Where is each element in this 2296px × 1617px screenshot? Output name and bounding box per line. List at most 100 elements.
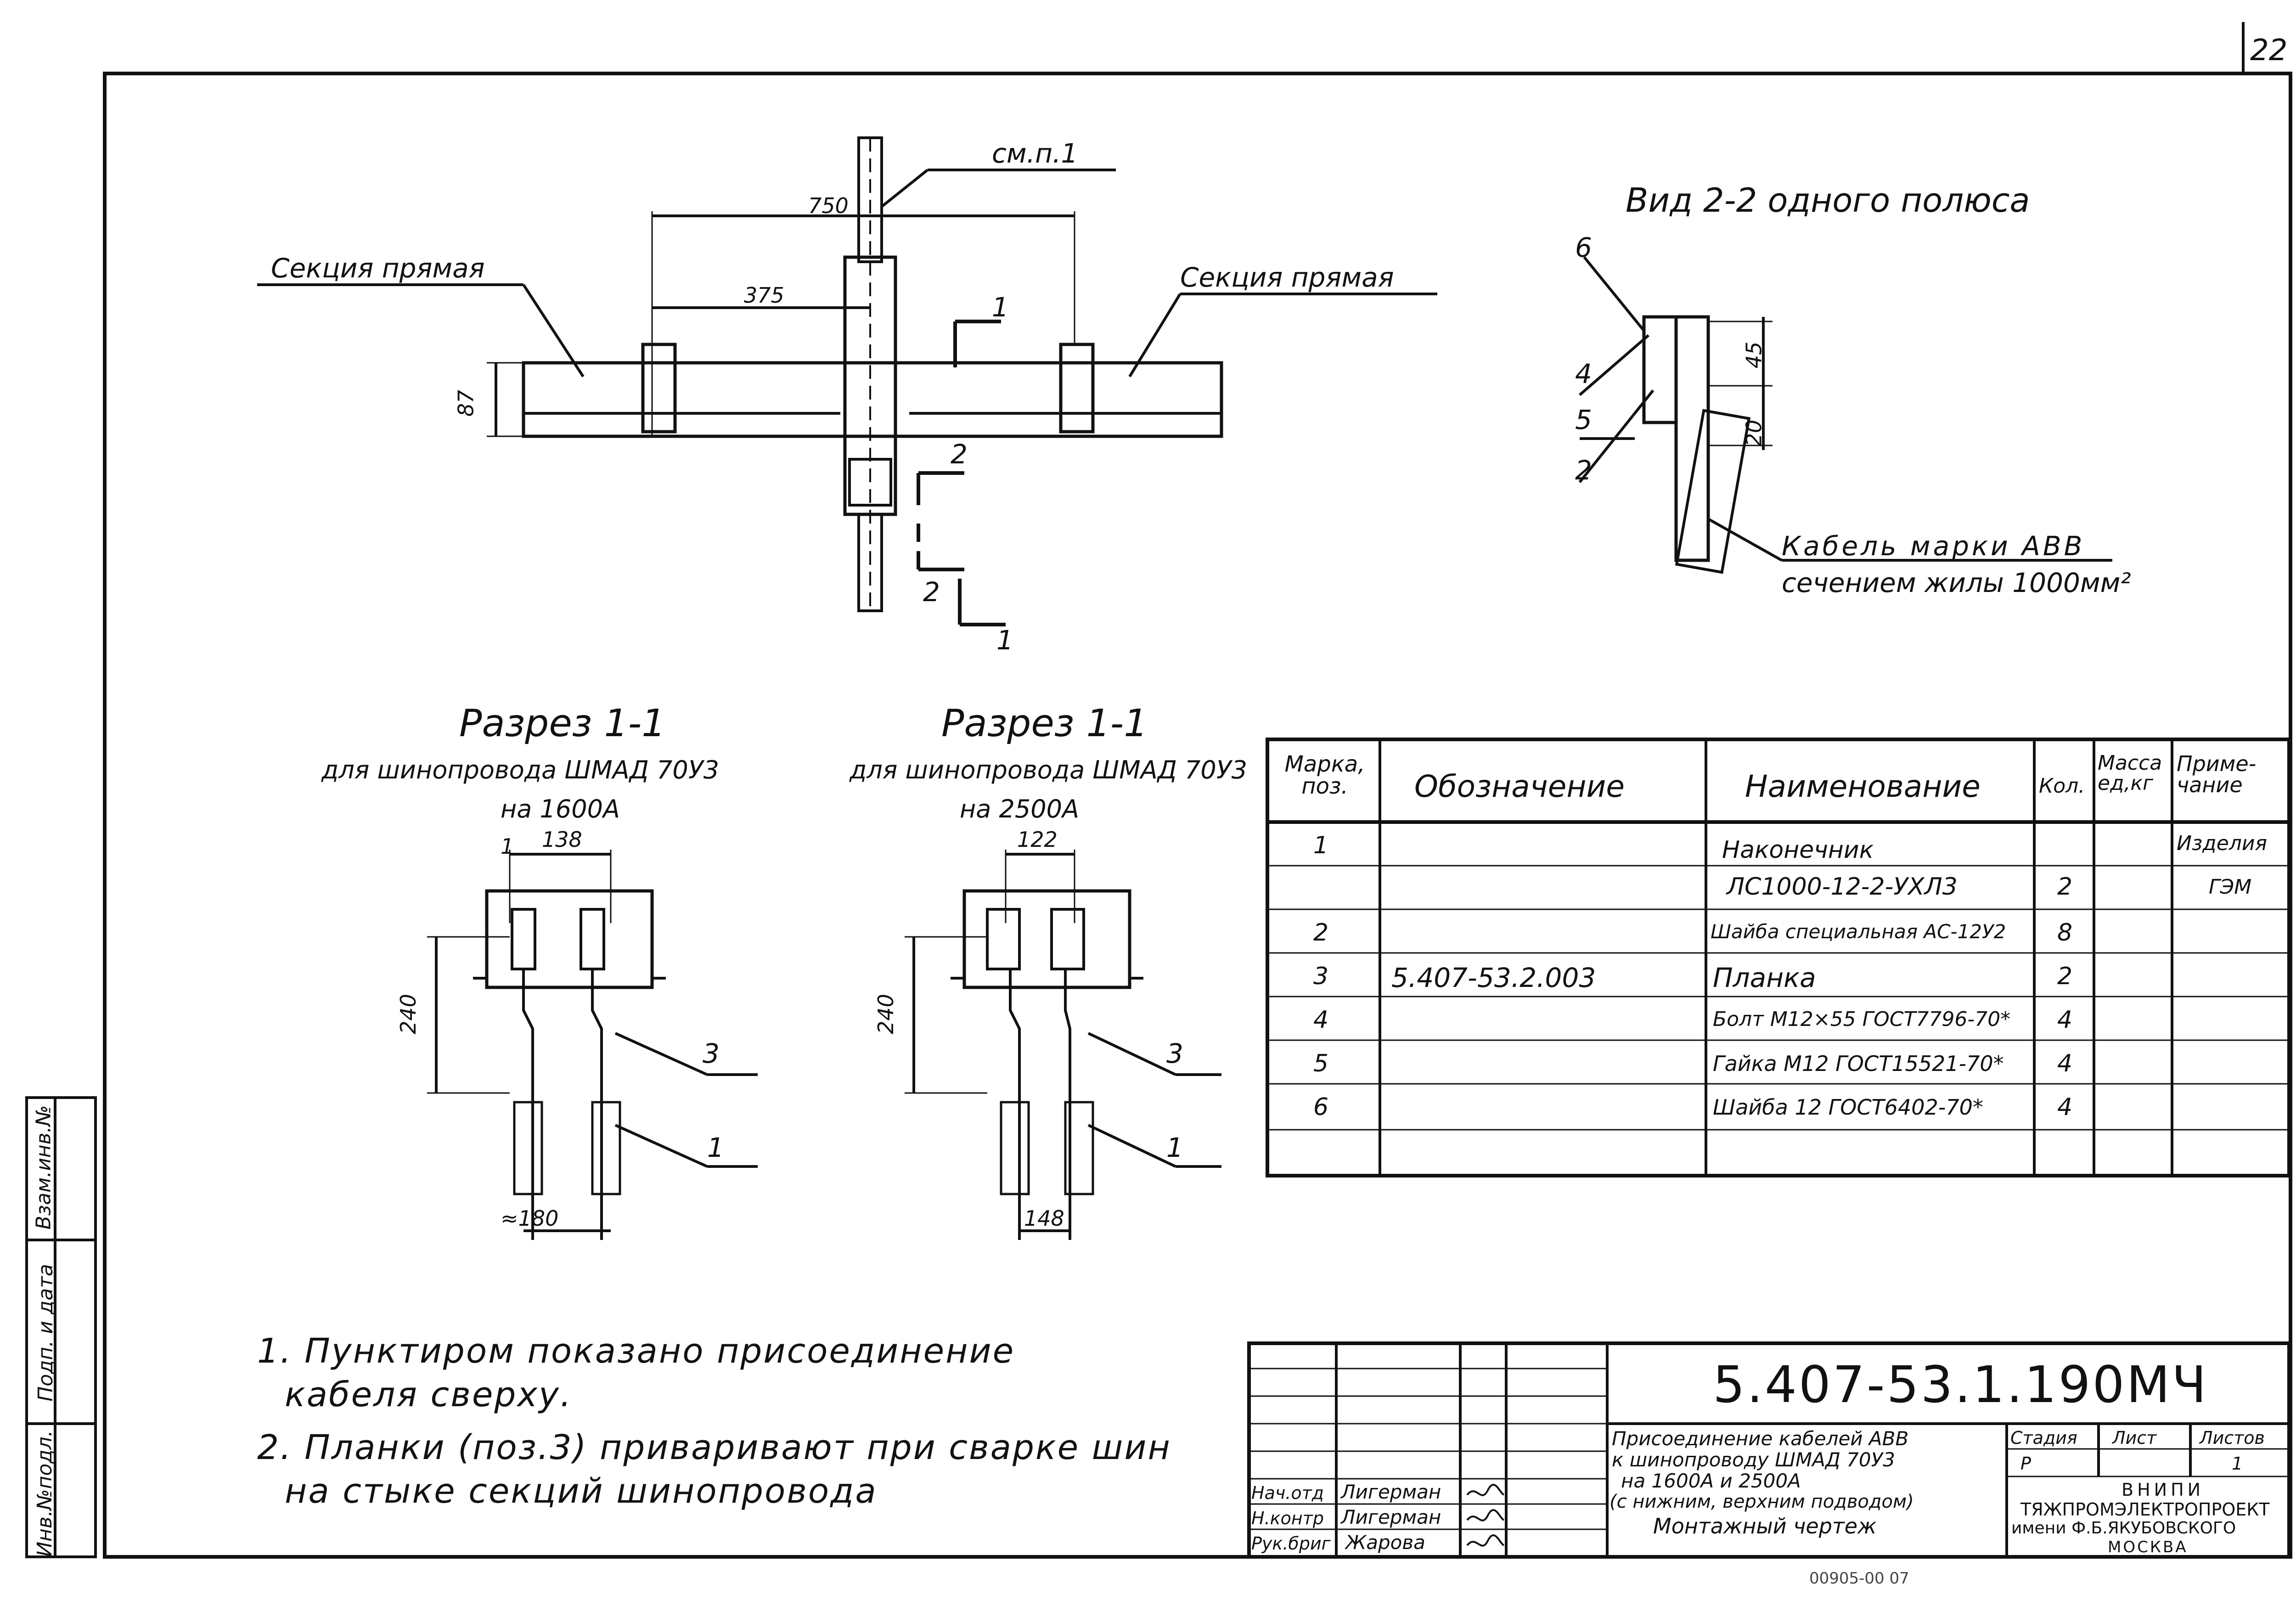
table-row-5-qty: 4 (2057, 1050, 2073, 1077)
sheets-value: 1 (2232, 1454, 2243, 1474)
section-a-pos-3: 3 (703, 1038, 720, 1069)
dim-45: 45 (1741, 341, 1767, 369)
side-stamp-replaced-inv: Взам.инв.№ (32, 1105, 56, 1230)
table-row-3-qty: 2 (2057, 963, 2073, 990)
section-2500-drawing (905, 850, 1221, 1240)
role-2: Рук.бриг (1251, 1533, 1331, 1554)
table-row-0-mark: 1 (1313, 832, 1329, 859)
person-0: Лигерман (1341, 1481, 1441, 1503)
org-line-3: имени Ф.Б.ЯКУБОВСКОГО (2011, 1519, 2236, 1538)
table-row-0-note: Изделия (2177, 832, 2267, 855)
section-a-title: Разрез 1-1 (459, 702, 666, 745)
dim-87: 87 (453, 389, 478, 417)
table-row-1-qty: 2 (2057, 873, 2073, 901)
section-b-dim-bottom: 148 (1024, 1206, 1064, 1231)
table-row-1-note: ГЭМ (2209, 875, 2252, 899)
cable-label-1: Кабель марки АВВ (1782, 530, 2085, 562)
table-row-2-qty: 8 (2057, 919, 2073, 947)
view-2-2-drawing (1578, 256, 2112, 574)
table-row-3-name: Планка (1713, 962, 1816, 993)
cut-mark-2b: 2 (923, 576, 940, 608)
sheets-label: Листов (2200, 1428, 2265, 1448)
table-row-3-mark: 3 (1313, 963, 1329, 990)
pos-4: 4 (1575, 358, 1592, 389)
title-line-1: Присоединение кабелей АВВ (1612, 1427, 1909, 1450)
org-line-2: ТЯЖПРОМЭЛЕКТРОПРОЕКТ (2020, 1499, 2270, 1520)
pos-6: 6 (1575, 232, 1592, 263)
section-right-label: Секция прямая (1180, 262, 1394, 293)
table-header-name: Наименование (1745, 769, 1981, 804)
table-row-2-name: Шайба специальная АС-12У2 (1711, 920, 2006, 943)
table-row-4-qty: 4 (2057, 1006, 2073, 1034)
spec-table-grid (1266, 738, 2291, 1178)
table-header-mark: Марка, поз. (1284, 751, 1365, 799)
section-a-dim-240: 240 (395, 994, 421, 1034)
cut-mark-2: 2 (951, 439, 968, 470)
section-a-line2: на 1600А (501, 794, 620, 823)
table-row-6-qty: 4 (2057, 1093, 2073, 1121)
table-row-1-name: ЛС1000-12-2-УХЛ3 (1727, 873, 1958, 901)
section-a-pos-1: 1 (707, 1132, 724, 1163)
stage-value: Р (2020, 1454, 2031, 1474)
page-number: 22 (2250, 34, 2288, 68)
side-stamp-sign-date: Подп. и дата (34, 1264, 57, 1402)
section-1600-drawing (427, 850, 758, 1240)
note-1-line1: 1. Пунктиром показано присоединение (257, 1331, 1015, 1371)
title-line-2: к шинопроводу ШМАД 70У3 (1612, 1448, 1895, 1471)
section-b-dim-240: 240 (873, 994, 898, 1034)
table-row-6-mark: 6 (1313, 1093, 1329, 1121)
stage-label: Стадия (2010, 1428, 2077, 1448)
pos-5: 5 (1575, 404, 1592, 435)
title-block-grid (1247, 1341, 2291, 1559)
role-0: Нач.отд (1251, 1483, 1324, 1503)
org-line-1: ВНИПИ (2122, 1480, 2205, 1500)
cut-mark-1: 1 (992, 292, 1009, 323)
section-b-pos-3: 3 (1166, 1038, 1183, 1069)
cable-label-2: сечением жилы 1000мм² (1782, 567, 2131, 598)
note-1-line2: кабеля сверху. (285, 1375, 573, 1414)
dim-20: 20 (1741, 419, 1767, 447)
table-row-4-mark: 4 (1313, 1006, 1329, 1034)
sheet-label: Лист (2112, 1428, 2157, 1448)
section-a-dim-bottom: ≈180 (501, 1206, 559, 1231)
section-a-line1: для шинопровода ШМАД 70У3 (321, 755, 720, 784)
table-row-0-name: Наконечник (1722, 836, 1874, 864)
cut-mark-1b: 1 (996, 625, 1013, 656)
section-a-dim-top: 138 (542, 827, 582, 852)
table-row-2-mark: 2 (1313, 919, 1329, 947)
title-line-5: Монтажный чертеж (1653, 1514, 1877, 1538)
note-2-line2: на стыке секций шинопровода (285, 1471, 878, 1511)
section-a-mark: 1 (501, 834, 514, 859)
person-1: Лигерман (1341, 1506, 1441, 1528)
document-code: 5.407-53.1.190МЧ (1713, 1355, 2208, 1414)
table-header-note: Приме-чание (2177, 751, 2257, 797)
table-row-3-designation: 5.407-53.2.003 (1391, 962, 1596, 993)
section-b-line1: для шинопровода ШМАД 70У3 (850, 755, 1248, 784)
org-line-4: МОСКВА (2108, 1538, 2188, 1556)
table-row-5-name: Гайка М12 ГОСТ15521-70* (1713, 1051, 2004, 1076)
table-row-4-name: Болт М12×55 ГОСТ7796-70* (1713, 1008, 2011, 1031)
table-row-5-mark: 5 (1313, 1050, 1329, 1077)
table-header-mass: Масса ед,кг (2098, 751, 2162, 795)
section-b-line2: на 2500А (960, 794, 1079, 823)
title-line-4: (с нижним, верхним подводом) (1609, 1491, 1914, 1512)
person-2: Жарова (1345, 1531, 1425, 1554)
section-left-label: Секция прямая (271, 253, 485, 284)
top-view-drawing (257, 136, 1437, 626)
side-stamp-inv-orig: Инв.№подл. (33, 1430, 56, 1557)
ref-label: см.п.1 (992, 138, 1078, 169)
dim-750: 750 (808, 193, 849, 218)
faint-number: 00905-00 07 (1809, 1569, 1909, 1588)
pos-2-view: 2 (1575, 455, 1592, 486)
role-1: Н.контр (1251, 1508, 1324, 1528)
view-2-2-title: Вид 2-2 одного полюса (1626, 181, 2030, 220)
table-header-qty: Кол. (2039, 774, 2085, 798)
title-line-3: на 1600А и 2500А (1621, 1470, 1801, 1492)
note-2-line1: 2. Планки (поз.3) приваривают при сварке… (257, 1428, 1171, 1467)
section-b-title: Разрез 1-1 (941, 702, 1148, 745)
section-b-dim-top: 122 (1017, 827, 1058, 852)
signatures (1466, 1484, 1505, 1547)
table-header-designation: Обозначение (1414, 769, 1625, 804)
section-b-pos-1: 1 (1166, 1132, 1183, 1163)
